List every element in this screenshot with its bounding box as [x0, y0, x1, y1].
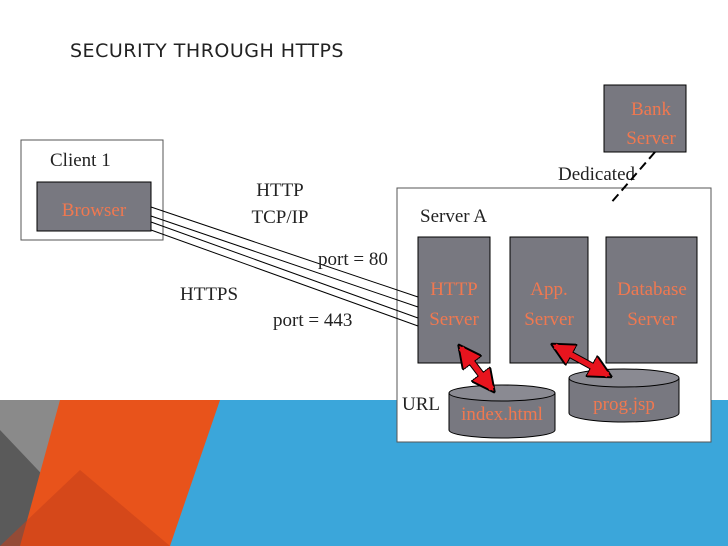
https-connection-line	[150, 221, 419, 319]
http-connection-line-2	[150, 215, 419, 308]
bank-server-label-line2: Server	[626, 128, 676, 149]
database-server-label-line2: Server	[627, 309, 677, 330]
https-label: HTTPS	[180, 284, 238, 305]
app-server-label-line2: Server	[524, 309, 574, 330]
http-connection-line	[150, 206, 419, 298]
http-label: HTTP	[256, 180, 304, 201]
app-server-box	[509, 236, 589, 364]
slide-title: SECURITY THROUGH HTTPS	[70, 40, 344, 62]
https-connection-line-2	[150, 229, 419, 327]
port-443-label: port = 443	[273, 310, 352, 331]
http-server-label-line1: HTTP	[430, 279, 478, 300]
dedicated-label: Dedicated	[558, 164, 636, 185]
index-db-label: index.html	[461, 404, 543, 425]
database-server-box	[605, 236, 698, 364]
orange-triangle-dark	[0, 470, 170, 546]
browser-box	[36, 181, 152, 232]
bank-server-box	[603, 84, 687, 153]
url-label: URL	[402, 394, 440, 415]
bank-server-label-line1: Bank	[631, 99, 672, 120]
prog-db-body	[568, 378, 680, 423]
browser-label: Browser	[62, 200, 127, 221]
client-label: Client 1	[50, 150, 111, 171]
index-db-top	[448, 384, 556, 402]
app-to-prog-arrow-fill	[553, 343, 610, 378]
prog-db-label: prog.jsp	[593, 394, 655, 415]
http-server-label-line2: Server	[429, 309, 479, 330]
app-server-label-line1: App.	[530, 279, 567, 300]
prog-jsp-database: prog.jsp	[568, 368, 680, 423]
database-server-label-line1: Database	[617, 279, 687, 300]
http-to-index-arrow-fill	[458, 346, 495, 391]
index-html-database: index.html	[448, 384, 556, 439]
index-db-body	[448, 393, 556, 439]
server-group-label: Server A	[420, 206, 487, 227]
dedicated-link-line	[609, 151, 656, 205]
http-server-box	[417, 236, 491, 364]
prog-db-top	[568, 368, 680, 388]
port-80-label: port = 80	[318, 249, 388, 270]
tcpip-label: TCP/IP	[251, 207, 308, 228]
